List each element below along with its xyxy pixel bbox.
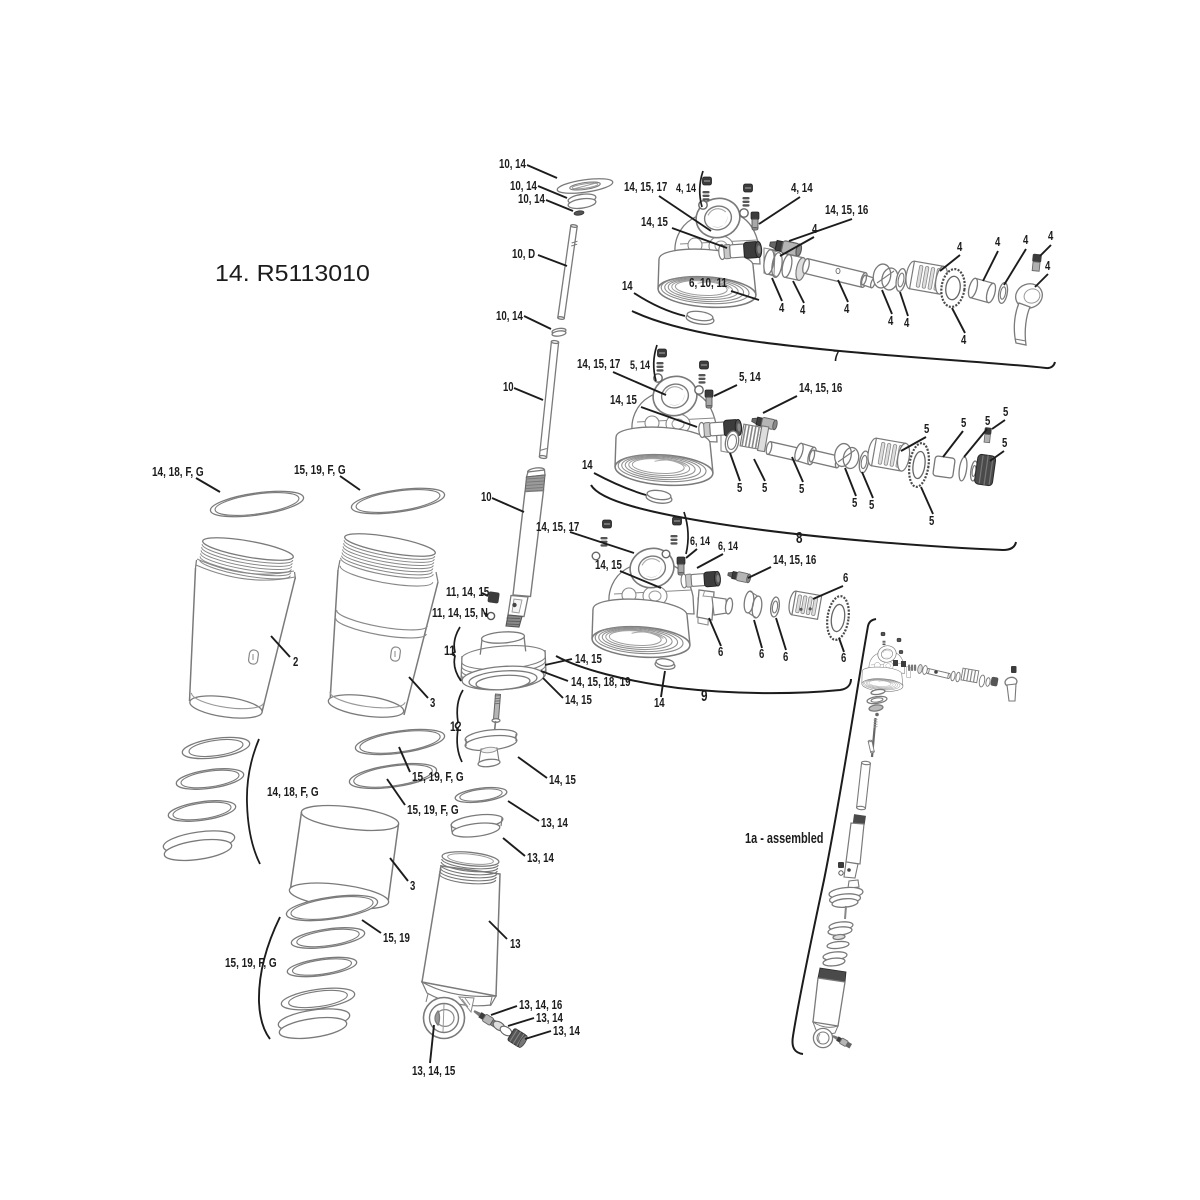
svg-text:4: 4 <box>1045 258 1051 273</box>
svg-text:14, 18, F, G: 14, 18, F, G <box>267 784 319 799</box>
svg-text:14, 15: 14, 15 <box>549 772 576 787</box>
svg-text:14, 15: 14, 15 <box>595 557 622 572</box>
svg-text:13, 14: 13, 14 <box>527 850 554 865</box>
svg-text:4, 14: 4, 14 <box>791 180 813 195</box>
svg-text:10, 14: 10, 14 <box>510 178 537 193</box>
svg-text:14, 15, 16: 14, 15, 16 <box>825 202 868 217</box>
svg-text:6: 6 <box>718 644 723 659</box>
svg-text:5: 5 <box>869 497 874 512</box>
svg-text:5: 5 <box>961 415 966 430</box>
svg-text:5, 14: 5, 14 <box>630 358 650 372</box>
svg-text:3: 3 <box>410 878 415 893</box>
svg-text:11, 14, 15, N: 11, 14, 15, N <box>432 605 488 620</box>
svg-text:6: 6 <box>843 570 848 585</box>
svg-text:6, 10, 11: 6, 10, 11 <box>689 275 727 290</box>
svg-text:4: 4 <box>800 302 806 317</box>
svg-text:14, 15, 16: 14, 15, 16 <box>773 552 816 567</box>
svg-text:4: 4 <box>1023 232 1029 247</box>
svg-text:10, 14: 10, 14 <box>496 308 523 323</box>
svg-text:14: 14 <box>582 457 593 472</box>
svg-text:15, 19, F, G: 15, 19, F, G <box>294 462 346 477</box>
svg-text:4: 4 <box>888 313 894 328</box>
svg-text:1a - assembled: 1a - assembled <box>745 830 824 847</box>
svg-text:6: 6 <box>841 650 846 665</box>
svg-text:4: 4 <box>844 301 850 316</box>
svg-text:4: 4 <box>779 300 785 315</box>
svg-text:5: 5 <box>852 495 857 510</box>
svg-text:15, 19, F, G: 15, 19, F, G <box>407 802 459 817</box>
svg-text:2: 2 <box>293 654 298 669</box>
svg-text:10: 10 <box>481 489 492 504</box>
svg-text:13, 14: 13, 14 <box>541 815 568 830</box>
svg-text:5: 5 <box>985 413 990 428</box>
svg-text:5: 5 <box>799 481 804 496</box>
svg-text:14, 18, F, G: 14, 18, F, G <box>152 464 204 479</box>
svg-text:4: 4 <box>1048 228 1054 243</box>
svg-text:15, 19, F, G: 15, 19, F, G <box>225 955 277 970</box>
svg-text:14, 15, 16: 14, 15, 16 <box>799 380 842 395</box>
svg-text:4, 14: 4, 14 <box>676 181 696 195</box>
svg-text:9: 9 <box>701 688 708 705</box>
svg-text:4: 4 <box>957 239 963 254</box>
svg-text:6: 6 <box>759 646 764 661</box>
svg-text:4: 4 <box>961 332 967 347</box>
svg-text:6: 6 <box>783 649 788 664</box>
svg-text:5, 14: 5, 14 <box>739 369 761 384</box>
svg-text:8: 8 <box>796 530 803 547</box>
svg-text:14, 15, 17: 14, 15, 17 <box>624 179 667 194</box>
svg-text:4: 4 <box>904 315 910 330</box>
svg-text:14: 14 <box>654 695 665 710</box>
svg-text:11: 11 <box>444 642 456 658</box>
svg-text:10, 14: 10, 14 <box>499 156 526 171</box>
svg-text:13, 14: 13, 14 <box>536 1010 563 1025</box>
svg-text:14, 15, 18, 19: 14, 15, 18, 19 <box>571 674 631 689</box>
svg-text:14. R5113010: 14. R5113010 <box>215 260 370 286</box>
svg-text:14, 15: 14, 15 <box>610 392 637 407</box>
svg-text:6, 14: 6, 14 <box>690 534 710 548</box>
svg-text:10: 10 <box>503 379 514 394</box>
svg-text:5: 5 <box>924 421 929 436</box>
svg-text:7: 7 <box>833 348 840 365</box>
svg-text:13, 14, 15: 13, 14, 15 <box>412 1063 455 1078</box>
svg-text:15, 19: 15, 19 <box>383 930 410 945</box>
svg-text:14, 15, 17: 14, 15, 17 <box>536 519 579 534</box>
svg-text:5: 5 <box>762 480 767 495</box>
svg-text:15, 19, F, G: 15, 19, F, G <box>412 769 464 784</box>
svg-text:14, 15: 14, 15 <box>565 692 592 707</box>
svg-text:11, 14, 15: 11, 14, 15 <box>446 584 489 599</box>
svg-text:14, 15: 14, 15 <box>641 214 668 229</box>
svg-text:4: 4 <box>812 221 818 236</box>
svg-text:10, D: 10, D <box>512 246 535 261</box>
svg-text:10, 14: 10, 14 <box>518 191 545 206</box>
svg-text:14: 14 <box>622 278 633 293</box>
svg-text:13, 14, 16: 13, 14, 16 <box>519 997 562 1012</box>
svg-text:14, 15, 17: 14, 15, 17 <box>577 356 620 371</box>
svg-text:5: 5 <box>1002 435 1007 450</box>
svg-text:5: 5 <box>1003 404 1008 419</box>
svg-text:5: 5 <box>929 513 934 528</box>
svg-text:13, 14: 13, 14 <box>553 1023 580 1038</box>
svg-text:6, 14: 6, 14 <box>718 539 738 553</box>
svg-text:13: 13 <box>510 936 521 951</box>
svg-text:4: 4 <box>995 234 1001 249</box>
svg-text:5: 5 <box>737 480 742 495</box>
svg-text:14, 15: 14, 15 <box>575 651 602 666</box>
svg-text:3: 3 <box>430 695 435 710</box>
